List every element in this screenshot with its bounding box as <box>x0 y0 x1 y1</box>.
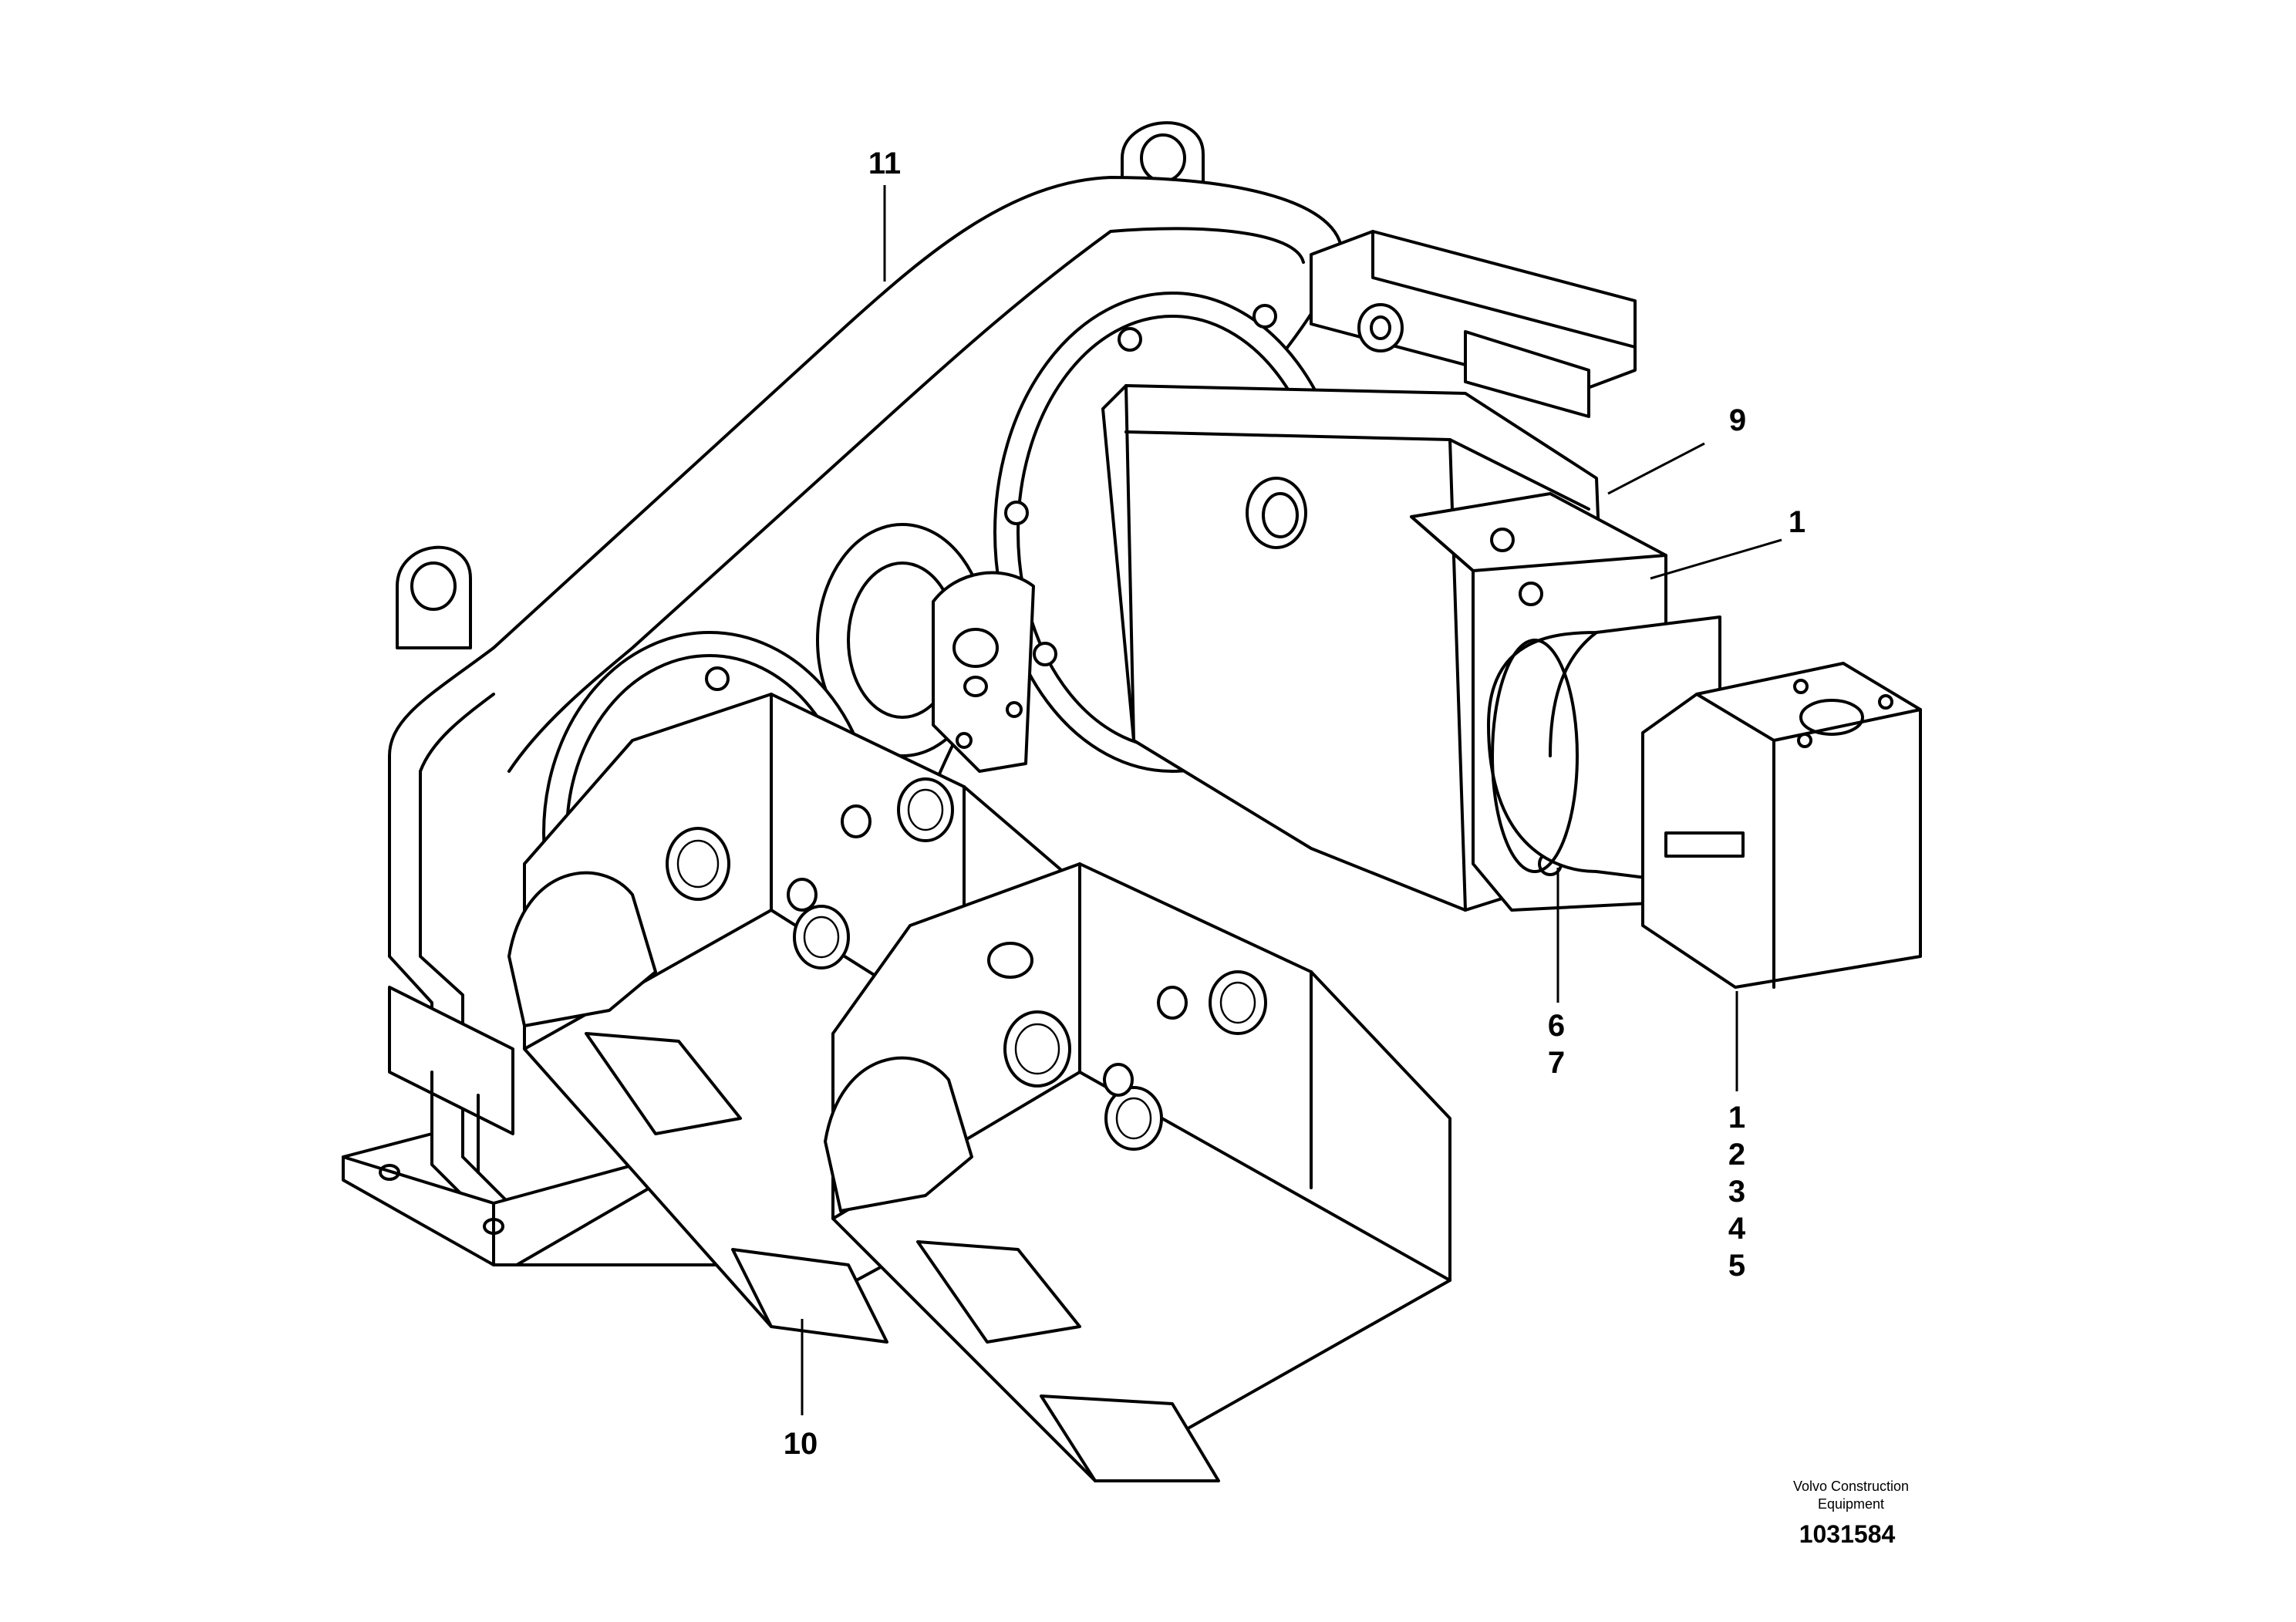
callouts: 11 9 1 6 7 1 2 3 4 5 10 <box>784 147 1805 1461</box>
leader-9 <box>1607 442 1705 495</box>
callout-pump-4: 4 <box>1728 1212 1746 1246</box>
leader-1-flange <box>1650 538 1782 580</box>
document-id: 1031584 <box>1799 1520 1896 1548</box>
callout-pump-2: 2 <box>1728 1138 1745 1172</box>
brand-line-1: Volvo Construction <box>1793 1479 1909 1494</box>
callout-1-flange: 1 <box>1789 505 1805 539</box>
rear-pump <box>993 230 1922 989</box>
callout-pump-1: 1 <box>1728 1101 1745 1135</box>
front-pumps <box>507 631 1451 1482</box>
callout-pump-3: 3 <box>1728 1175 1745 1209</box>
coupling <box>816 523 1035 773</box>
leader-lines <box>801 185 1782 1415</box>
title-block: Volvo Construction Equipment 1031584 <box>1793 1479 1909 1548</box>
callout-10: 10 <box>784 1427 818 1461</box>
callout-11: 11 <box>868 147 901 180</box>
mounting-foot <box>342 1155 665 1266</box>
callout-pump-5: 5 <box>1728 1249 1745 1283</box>
callout-9: 9 <box>1729 403 1746 437</box>
callout-6: 6 <box>1548 1009 1565 1043</box>
callout-7: 7 <box>1548 1046 1565 1080</box>
brand-line-2: Equipment <box>1818 1496 1884 1512</box>
